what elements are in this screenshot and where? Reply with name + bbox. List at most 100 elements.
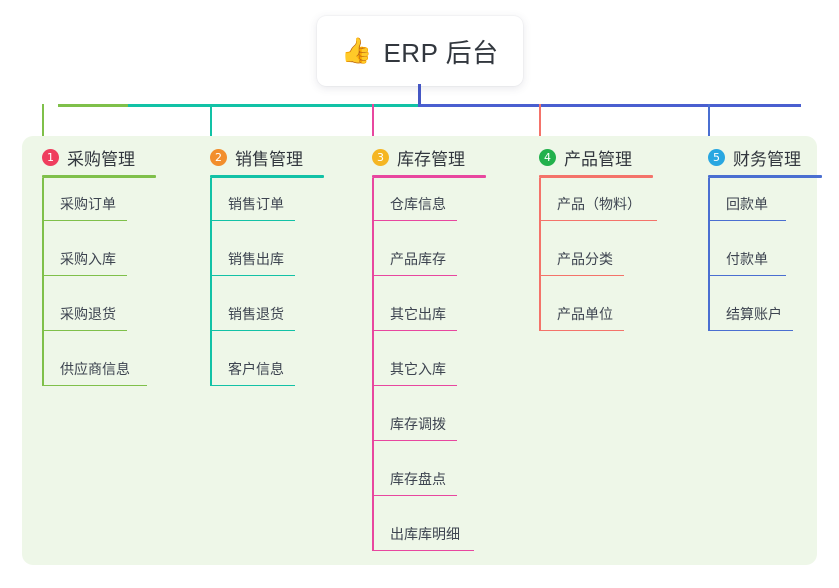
column-badge: 1 xyxy=(42,148,59,166)
column-underline xyxy=(42,175,156,178)
module-item-underline xyxy=(372,494,457,496)
module-item-label: 产品单位 xyxy=(557,306,613,322)
module-item[interactable]: 供应商信息 xyxy=(32,343,202,398)
root-node-title: ERP 后台 xyxy=(383,37,499,68)
module-item-label: 回款单 xyxy=(726,196,768,212)
root-node-card[interactable]: 👍 ERP 后台 xyxy=(317,16,523,86)
column-title: 产品管理 xyxy=(564,149,632,169)
module-item-label: 产品（物料） xyxy=(557,196,641,212)
module-column-5: 5 财务管理回款单付款单结算账户 xyxy=(698,142,839,343)
module-item[interactable]: 付款单 xyxy=(698,233,839,288)
column-title: 财务管理 xyxy=(733,149,801,169)
module-column-2: 2 销售管理销售订单销售出库销售退货客户信息 xyxy=(200,142,370,398)
column-drop-wire-5 xyxy=(708,104,710,142)
module-item[interactable]: 其它出库 xyxy=(362,288,542,343)
column-spine xyxy=(708,178,710,331)
module-item[interactable]: 库存盘点 xyxy=(362,453,542,508)
column-badge: 4 xyxy=(539,148,556,166)
module-item-label: 客户信息 xyxy=(228,361,284,377)
modules-panel: 1 采购管理采购订单采购入库采购退货供应商信息 2 销售管理销售订单销售出库销售退货客… xyxy=(22,136,822,565)
root-connector-wire xyxy=(418,84,421,106)
module-item[interactable]: 仓库信息 xyxy=(362,178,542,233)
module-item[interactable]: 采购退货 xyxy=(32,288,202,343)
root-node-content: 👍 ERP 后台 xyxy=(341,33,498,70)
module-item-underline xyxy=(539,274,624,276)
connector-bus-segment xyxy=(58,104,130,107)
module-item-label: 采购入库 xyxy=(60,251,116,267)
module-item-label: 采购订单 xyxy=(60,196,116,212)
connector-bus-segment xyxy=(128,104,420,107)
module-item-underline xyxy=(708,274,786,276)
module-item[interactable]: 产品分类 xyxy=(529,233,709,288)
module-item[interactable]: 产品库存 xyxy=(362,233,542,288)
module-item-underline xyxy=(42,274,127,276)
module-item[interactable]: 销售订单 xyxy=(200,178,370,233)
module-item[interactable]: 结算账户 xyxy=(698,288,839,343)
module-column-3: 3 库存管理仓库信息产品库存其它出库其它入库库存调拨库存盘点出库库明细 xyxy=(362,142,542,563)
column-items: 产品（物料） 产品分类产品单位 xyxy=(529,178,709,343)
column-underline xyxy=(708,175,822,178)
column-spine xyxy=(210,178,212,386)
module-item[interactable]: 其它入库 xyxy=(362,343,542,398)
module-item[interactable]: 客户信息 xyxy=(200,343,370,398)
column-drop-wire-2 xyxy=(210,104,212,142)
module-item-label: 库存调拨 xyxy=(390,416,446,432)
module-item[interactable]: 采购入库 xyxy=(32,233,202,288)
module-item[interactable]: 产品（物料） xyxy=(529,178,709,233)
module-item[interactable]: 销售出库 xyxy=(200,233,370,288)
column-header-3[interactable]: 3 库存管理 xyxy=(362,142,542,172)
module-item[interactable]: 出库库明细 xyxy=(362,508,542,563)
module-item-label: 销售订单 xyxy=(228,196,284,212)
column-drop-wire-3 xyxy=(372,104,374,142)
column-title: 采购管理 xyxy=(67,149,135,169)
column-drop-wire-4 xyxy=(539,104,541,142)
module-item-label: 供应商信息 xyxy=(60,361,130,377)
module-item-label: 产品分类 xyxy=(557,251,613,267)
column-header-1[interactable]: 1 采购管理 xyxy=(32,142,202,172)
module-item-underline xyxy=(708,329,793,331)
column-items: 仓库信息产品库存其它出库其它入库库存调拨库存盘点出库库明细 xyxy=(362,178,542,563)
column-badge: 3 xyxy=(372,148,389,166)
column-header-4[interactable]: 4 产品管理 xyxy=(529,142,709,172)
module-item-underline xyxy=(42,329,127,331)
module-item[interactable]: 库存调拨 xyxy=(362,398,542,453)
module-item-underline xyxy=(372,384,457,386)
module-item-label: 销售出库 xyxy=(228,251,284,267)
column-header-2[interactable]: 2 销售管理 xyxy=(200,142,370,172)
module-item-label: 其它出库 xyxy=(390,306,446,322)
column-items: 销售订单销售出库销售退货客户信息 xyxy=(200,178,370,398)
column-header-5[interactable]: 5 财务管理 xyxy=(698,142,839,172)
column-underline xyxy=(539,175,653,178)
module-item-label: 付款单 xyxy=(726,251,768,267)
module-item[interactable]: 采购订单 xyxy=(32,178,202,233)
column-items: 回款单付款单结算账户 xyxy=(698,178,839,343)
column-spine xyxy=(42,178,44,386)
module-item-label: 销售退货 xyxy=(228,306,284,322)
module-item-underline xyxy=(210,219,295,221)
column-drop-wire-1 xyxy=(42,104,44,142)
module-item[interactable]: 销售退货 xyxy=(200,288,370,343)
module-item-label: 采购退货 xyxy=(60,306,116,322)
module-item-underline xyxy=(372,274,457,276)
column-title: 销售管理 xyxy=(235,149,303,169)
module-item-underline xyxy=(708,219,786,221)
column-badge: 5 xyxy=(708,148,725,166)
column-badge: 2 xyxy=(210,148,227,166)
column-spine xyxy=(539,178,541,331)
column-underline xyxy=(372,175,486,178)
column-items: 采购订单采购入库采购退货供应商信息 xyxy=(32,178,202,398)
module-item-label: 库存盘点 xyxy=(390,471,446,487)
module-item-label: 产品库存 xyxy=(390,251,446,267)
column-title: 库存管理 xyxy=(397,149,465,169)
module-item-underline xyxy=(42,219,127,221)
module-item-underline xyxy=(372,549,474,551)
module-item-label: 其它入库 xyxy=(390,361,446,377)
module-item[interactable]: 产品单位 xyxy=(529,288,709,343)
module-item-label: 出库库明细 xyxy=(390,526,460,542)
module-item[interactable]: 回款单 xyxy=(698,178,839,233)
module-column-1: 1 采购管理采购订单采购入库采购退货供应商信息 xyxy=(32,142,202,398)
module-item-label: 仓库信息 xyxy=(390,196,446,212)
module-item-underline xyxy=(210,329,295,331)
module-item-underline xyxy=(42,384,147,386)
